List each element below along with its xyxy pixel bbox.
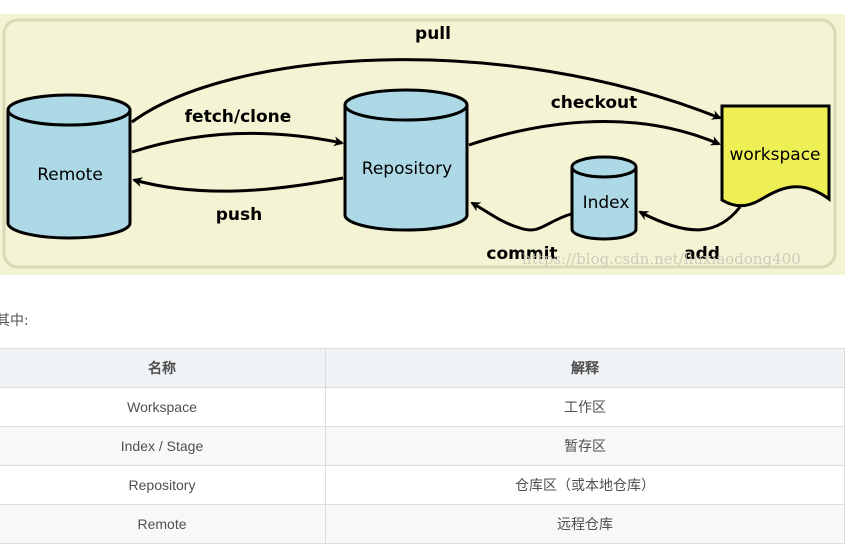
pull-arrow <box>131 58 722 124</box>
add-label: add <box>684 244 720 264</box>
terms-table: 名称 解释 Workspace 工作区 Index / Stage 暂存区 Re… <box>0 348 845 544</box>
term-name: Remote <box>0 504 326 544</box>
push-arrow <box>132 176 344 193</box>
pull-label: pull <box>415 24 451 44</box>
git-workflow-diagram: Remote Repository Index workspace pull f… <box>0 14 845 275</box>
commit-arrow <box>470 201 572 232</box>
commit-label: commit <box>486 244 557 264</box>
fetch-clone-label: fetch/clone <box>185 107 292 127</box>
term-name: Workspace <box>0 387 326 427</box>
table-row: Remote 远程仓库 <box>0 504 845 544</box>
remote-label: Remote <box>37 165 103 185</box>
term-name: Repository <box>0 465 326 505</box>
term-explanation: 仓库区（或本地仓库） <box>325 465 845 505</box>
term-explanation: 工作区 <box>325 387 845 427</box>
index-node: Index <box>570 155 638 241</box>
repository-node: Repository <box>343 88 469 232</box>
table-row: Repository 仓库区（或本地仓库） <box>0 465 845 505</box>
checkout-label: checkout <box>551 93 638 113</box>
intro-text: 其中: <box>0 313 29 329</box>
table-header-row: 名称 解释 <box>0 348 845 388</box>
repository-label: Repository <box>362 159 452 179</box>
table-row: Index / Stage 暂存区 <box>0 426 845 466</box>
fetch-clone-arrow <box>131 131 344 154</box>
term-explanation: 远程仓库 <box>325 504 845 544</box>
workspace-label: workspace <box>729 145 820 165</box>
index-label: Index <box>583 193 630 213</box>
column-header-explanation: 解释 <box>325 348 845 388</box>
term-explanation: 暂存区 <box>325 426 845 466</box>
term-name: Index / Stage <box>0 426 326 466</box>
diagram-frame <box>2 18 837 269</box>
add-arrow <box>638 206 742 232</box>
push-label: push <box>216 205 263 225</box>
table-row: Workspace 工作区 <box>0 387 845 427</box>
column-header-name: 名称 <box>0 348 326 388</box>
remote-node: Remote <box>6 93 132 240</box>
checkout-arrow <box>468 120 721 147</box>
watermark: https://blog.csdn.net/liuxiaodong400 <box>522 250 801 268</box>
workspace-node: workspace <box>720 104 831 208</box>
